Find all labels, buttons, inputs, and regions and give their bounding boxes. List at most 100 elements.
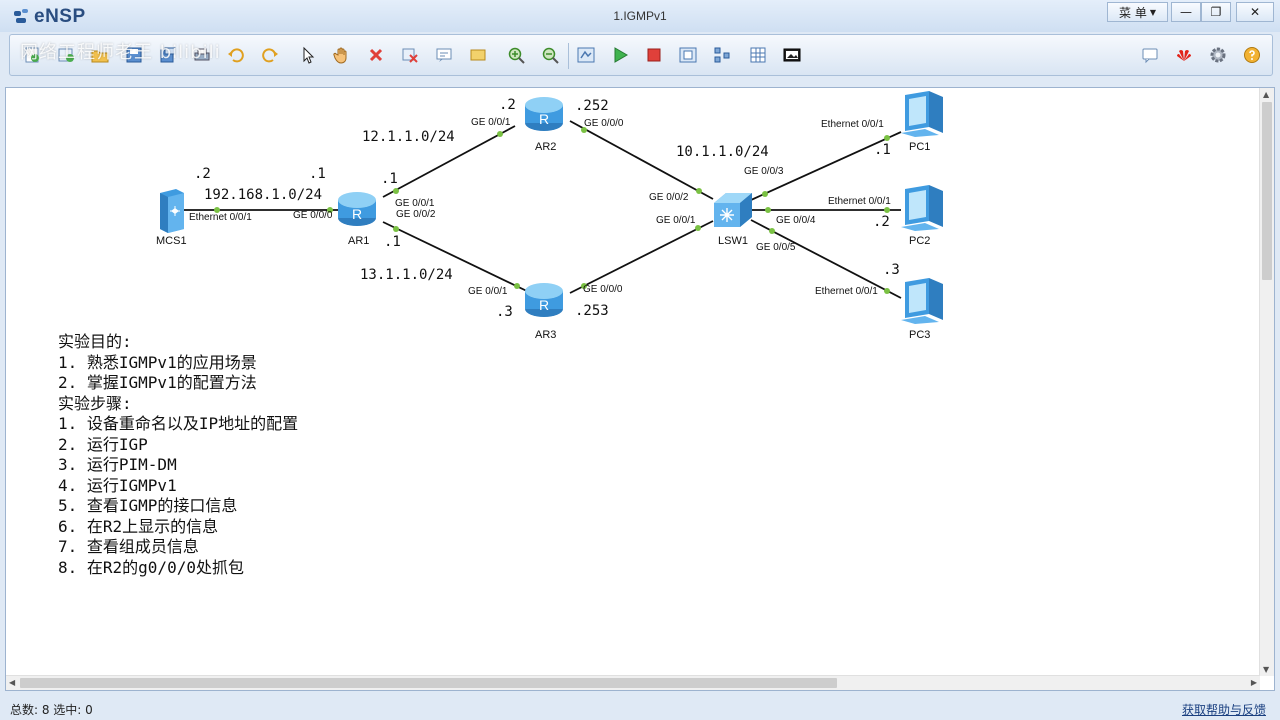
device-pc1[interactable]	[899, 91, 945, 141]
redo-button[interactable]	[260, 45, 280, 65]
notes-line: 1. 熟悉IGMPv1的应用场景	[58, 352, 257, 372]
undo-button[interactable]	[226, 45, 246, 65]
delete-button[interactable]	[366, 45, 386, 65]
close-button[interactable]: ✕	[1236, 2, 1274, 22]
host-id-mcs1: .2	[194, 166, 211, 182]
host-id-ar1-ar3: .1	[384, 234, 401, 250]
port-label-ar3-ar1: GE 0/0/1	[468, 286, 508, 297]
device-pc3[interactable]	[899, 278, 945, 328]
horizontal-scroll-thumb[interactable]	[20, 678, 837, 688]
port-label-lsw-pc1: GE 0/0/3	[744, 166, 784, 177]
link-ar1-ar2[interactable]	[382, 125, 516, 198]
device-label-pc2: PC2	[909, 235, 931, 247]
help-feedback-link[interactable]: 获取帮助与反馈	[1181, 703, 1266, 717]
switch-icon	[714, 193, 752, 227]
link-lsw1-pc1[interactable]	[750, 131, 902, 201]
link-ar1-ar3[interactable]	[382, 221, 532, 294]
grid-button[interactable]	[748, 45, 768, 65]
port-label-pc1: Ethernet 0/0/1	[821, 119, 884, 130]
text-note-icon	[436, 48, 452, 62]
chat-button[interactable]	[1140, 45, 1160, 65]
link-ar3-lsw1[interactable]	[569, 220, 714, 294]
device-label-ar2: AR2	[535, 141, 557, 153]
notes-line: 8. 在R2的g0/0/0处抓包	[58, 557, 244, 577]
router-icon: R	[525, 97, 563, 131]
screenshot-button[interactable]	[782, 45, 802, 65]
text-button[interactable]	[434, 45, 454, 65]
device-ar2[interactable]: R	[523, 93, 565, 137]
device-mcs1[interactable]	[156, 187, 186, 237]
port-label-lsw-ar3: GE 0/0/1	[656, 215, 696, 226]
help-button[interactable]	[1242, 45, 1262, 65]
rectangle-button[interactable]	[468, 45, 488, 65]
server-icon	[160, 189, 184, 233]
capture-icon	[679, 47, 697, 63]
open-button[interactable]	[90, 45, 110, 65]
network-label-mcs-ar1: 192.168.1.0/24	[204, 187, 323, 203]
selection-status: 总数: 8 选中: 0	[10, 703, 93, 717]
topology-canvas[interactable]: R R R	[5, 87, 1275, 691]
scroll-down-icon[interactable]: ▼	[1263, 665, 1270, 674]
play-icon	[614, 47, 628, 63]
scroll-up-icon[interactable]: ▲	[1263, 90, 1270, 99]
minimize-icon: —	[1180, 5, 1192, 19]
delete-link-icon	[402, 48, 418, 63]
pc-icon	[901, 185, 943, 231]
device-ar3[interactable]: R	[523, 279, 565, 323]
port-dot	[884, 135, 890, 141]
svg-text:R: R	[539, 297, 549, 313]
print-button[interactable]	[192, 45, 212, 65]
new-topology-button[interactable]	[22, 45, 42, 65]
link-lsw1-pc3[interactable]	[750, 219, 902, 299]
vertical-scroll-thumb[interactable]	[1262, 102, 1272, 280]
select-button[interactable]	[298, 45, 318, 65]
lab-notes[interactable]: 实验目的: 1. 熟悉IGMPv1的应用场景 2. 掌握IGMPv1的配置方法 …	[58, 332, 298, 578]
zoom-in-button[interactable]	[506, 45, 526, 65]
cursor-icon	[303, 46, 315, 64]
save-as-icon	[160, 47, 176, 63]
vertical-scrollbar[interactable]: ▲ ▼	[1259, 88, 1274, 676]
scroll-left-icon[interactable]: ◀	[9, 678, 16, 687]
minimize-button[interactable]: —	[1171, 2, 1201, 22]
topology-button[interactable]	[576, 45, 596, 65]
horizontal-scrollbar[interactable]: ◀ ▶	[6, 675, 1260, 690]
new-file-icon	[25, 47, 39, 63]
device-ar1[interactable]: R	[336, 188, 378, 232]
save-button[interactable]	[124, 45, 144, 65]
notes-line: 1. 设备重命名以及IP地址的配置	[58, 414, 299, 433]
link-ar2-lsw1[interactable]	[569, 120, 714, 200]
huawei-button[interactable]	[1174, 45, 1194, 65]
port-label-mcs1: Ethernet 0/0/1	[189, 212, 252, 223]
cli-button[interactable]	[712, 45, 732, 65]
new-lab-button[interactable]	[56, 45, 76, 65]
save-as-button[interactable]	[158, 45, 178, 65]
settings-button[interactable]	[1208, 45, 1228, 65]
restore-button[interactable]: ❐	[1201, 2, 1231, 22]
scroll-right-icon[interactable]: ▶	[1250, 678, 1257, 687]
capture-button[interactable]	[678, 45, 698, 65]
network-icon	[714, 47, 730, 63]
device-pc2[interactable]	[899, 185, 945, 235]
port-dot	[765, 207, 771, 213]
topology-workspace[interactable]: R R R	[6, 88, 1260, 676]
start-button[interactable]	[610, 45, 630, 65]
delete-icon	[369, 48, 383, 62]
toolbar-separator	[568, 43, 569, 69]
device-lsw1[interactable]	[712, 191, 754, 233]
huawei-logo-icon	[1177, 50, 1191, 61]
zoom-reset-button[interactable]	[540, 45, 560, 65]
delete-links-button[interactable]	[400, 45, 420, 65]
pan-button[interactable]	[332, 45, 352, 65]
title-bar: eNSP 1.IGMPv1 菜 单 ▼ — ❐ ✕	[0, 0, 1280, 32]
menu-button[interactable]: 菜 单 ▼	[1107, 2, 1168, 22]
stop-button[interactable]	[644, 45, 664, 65]
network-label-lan: 10.1.1.0/24	[676, 144, 769, 160]
port-label-pc2: Ethernet 0/0/1	[828, 196, 891, 207]
port-label-ar1-mcs: GE 0/0/0	[293, 210, 333, 221]
undo-icon	[228, 48, 244, 63]
status-bar: 总数: 8 选中: 0 获取帮助与反馈	[0, 697, 1280, 720]
screenshot-icon	[783, 48, 801, 62]
notes-line: 实验目的:	[58, 332, 132, 351]
notes-line: 2. 运行IGP	[58, 434, 148, 454]
host-id-ar3-lan: .253	[575, 303, 609, 319]
